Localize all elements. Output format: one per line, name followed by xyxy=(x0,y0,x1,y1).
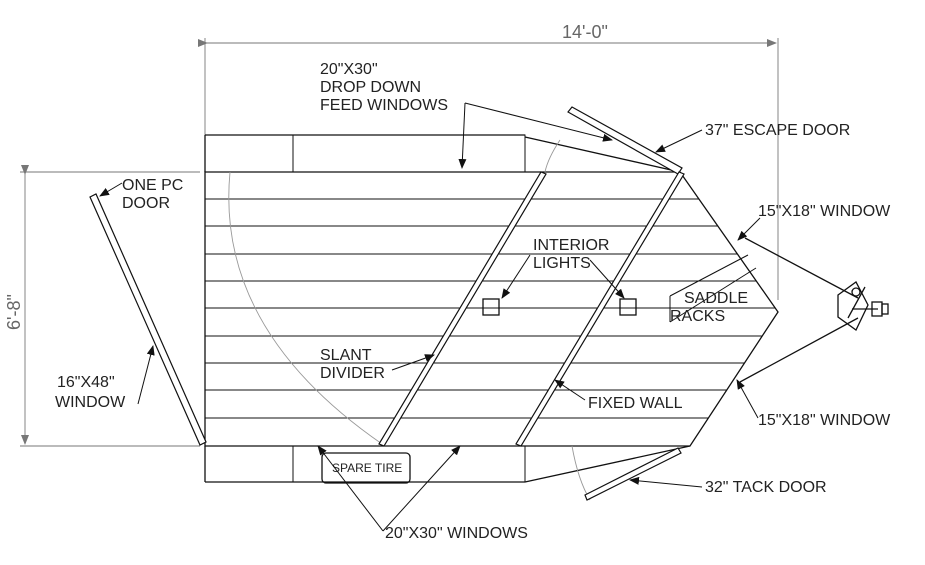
spare-tire: SPARE TIRE xyxy=(321,452,411,484)
length-dimension-text: 14'-0" xyxy=(562,22,608,42)
one-pc-door-callout: ONE PC DOOR xyxy=(99,177,183,212)
saddle-racks-line-1: SADDLE xyxy=(684,290,748,307)
length-dimension: 14'-0" xyxy=(198,22,779,300)
slant-divider-callout: SLANT DIVIDER xyxy=(320,347,435,382)
saddle-racks-callout: SADDLE RACKS xyxy=(670,290,748,325)
side-windows-callout: 20"X30" WINDOWS xyxy=(317,445,528,542)
interior-lights-line-1: INTERIOR xyxy=(533,237,609,254)
feed-windows-line-1: 20"X30" xyxy=(320,61,378,78)
escape-door-label: 37" ESCAPE DOOR xyxy=(705,122,850,139)
fixed-wall-label: FIXED WALL xyxy=(588,395,683,412)
slant-divider xyxy=(378,171,547,447)
rear-window-callout: 16"X48" WINDOW xyxy=(55,345,155,411)
width-dimension: 6'-8" xyxy=(4,165,200,447)
slant-divider-line-1: SLANT xyxy=(320,347,372,364)
top-side-windows xyxy=(205,134,681,173)
interior-light-2 xyxy=(619,298,637,316)
front-window-bottom-callout: 15"X18" WINDOW xyxy=(736,379,891,429)
interior-lights-line-2: LIGHTS xyxy=(533,255,591,272)
side-windows-label: 20"X30" WINDOWS xyxy=(385,525,528,542)
fixed-wall xyxy=(515,171,685,447)
hitch-tongue xyxy=(739,237,889,383)
rear-one-pc-door xyxy=(89,193,207,446)
escape-door-callout: 37" ESCAPE DOOR xyxy=(655,122,850,153)
front-window-top-label: 15"X18" WINDOW xyxy=(758,203,891,220)
escape-door xyxy=(567,106,683,175)
saddle-racks-line-2: RACKS xyxy=(670,308,725,325)
interior-light-1 xyxy=(482,298,500,316)
one-pc-door-line-2: DOOR xyxy=(122,195,170,212)
feed-windows-line-2: DROP DOWN xyxy=(320,79,421,96)
front-window-bottom-label: 15"X18" WINDOW xyxy=(758,412,891,429)
trailer-body xyxy=(204,135,779,482)
tack-door-label: 32" TACK DOOR xyxy=(705,479,827,496)
front-window-top-callout: 15"X18" WINDOW xyxy=(737,203,891,241)
one-pc-door-line-1: ONE PC xyxy=(122,177,183,194)
interior-lights-callout: INTERIOR LIGHTS xyxy=(501,237,625,299)
fixed-wall-callout: FIXED WALL xyxy=(554,379,683,412)
tack-door-callout: 32" TACK DOOR xyxy=(629,476,827,496)
bottom-side-windows xyxy=(205,445,691,483)
spare-tire-label: SPARE TIRE xyxy=(332,461,402,475)
feed-windows-callout: 20"X30" DROP DOWN FEED WINDOWS xyxy=(320,61,613,169)
floor-boards xyxy=(205,198,778,419)
slant-divider-line-2: DIVIDER xyxy=(320,365,385,382)
feed-windows-line-3: FEED WINDOWS xyxy=(320,97,448,114)
saddle-racks xyxy=(669,254,757,323)
rear-window-line-1: 16"X48" xyxy=(57,374,115,391)
rear-window-line-2: WINDOW xyxy=(55,394,126,411)
width-dimension-text: 6'-8" xyxy=(4,294,24,330)
tack-door xyxy=(584,447,682,501)
